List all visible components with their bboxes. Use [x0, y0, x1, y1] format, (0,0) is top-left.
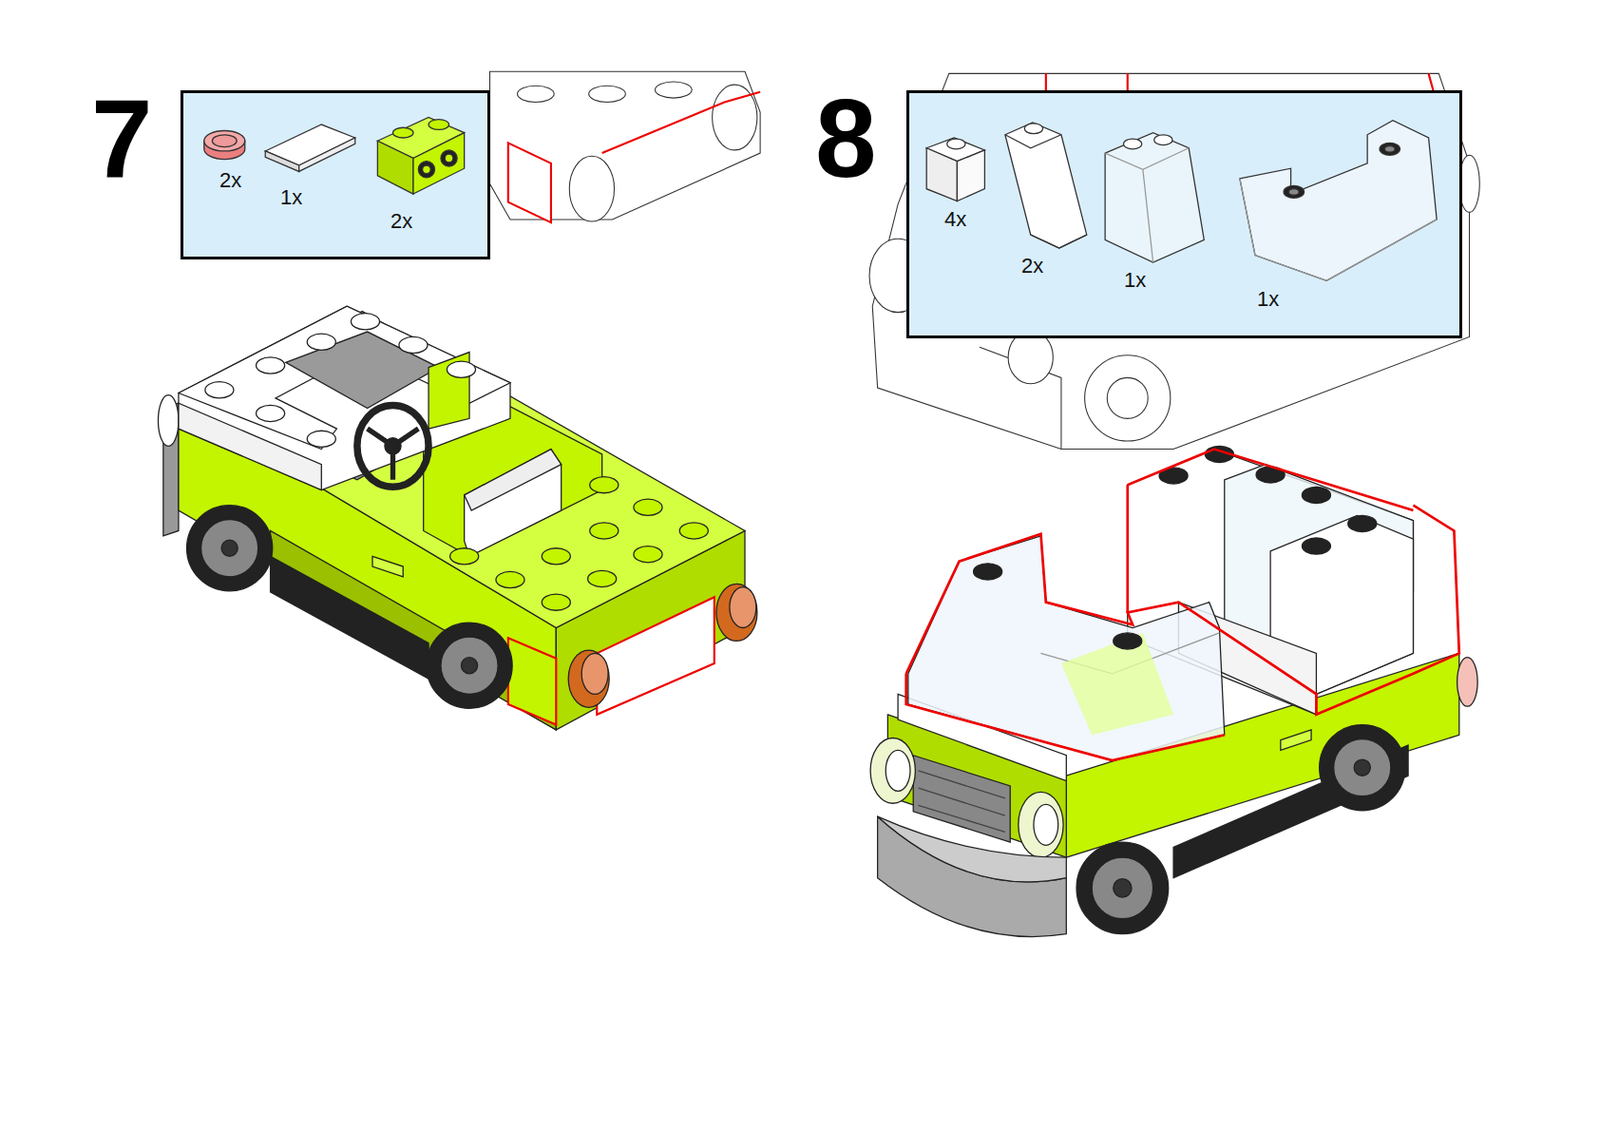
part-quantity: 1x [1123, 269, 1146, 291]
car-step-7 [157, 305, 757, 730]
parts-8 [926, 120, 1437, 282]
part-quantity: 2x [390, 210, 413, 232]
ghost-car [869, 73, 1480, 449]
part-quantity: 2x [1021, 255, 1044, 277]
step-number: 7 [91, 83, 153, 194]
car-step-8 [870, 445, 1478, 936]
part-quantity: 1x [1257, 288, 1279, 310]
ghost-car [490, 71, 762, 223]
part-quantity: 1x [280, 187, 303, 209]
part-quantity: 2x [219, 170, 242, 191]
part-quantity: 4x [944, 209, 967, 230]
parts-callout: 2x 1x 2x [180, 90, 491, 260]
step-number: 8 [815, 83, 877, 194]
parts-callout: 4x 2x 1x 1x [906, 90, 1463, 339]
parts-7 [204, 117, 465, 195]
